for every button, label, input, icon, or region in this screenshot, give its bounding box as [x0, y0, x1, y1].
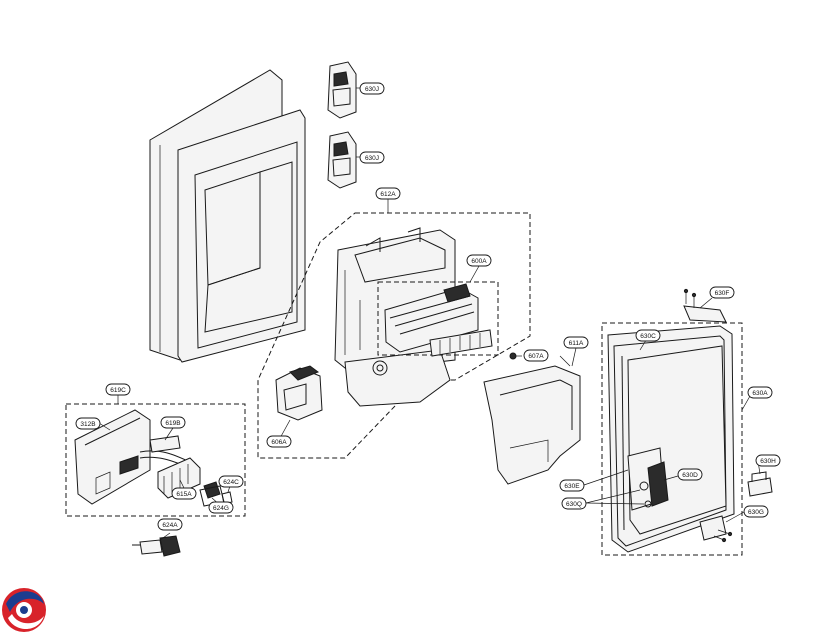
svg-text:611A: 611A	[569, 340, 584, 347]
svg-text:619C: 619C	[110, 387, 126, 394]
callout-600a: 600A	[466, 254, 492, 267]
svg-text:630F: 630F	[715, 290, 730, 297]
icemaker	[384, 283, 493, 357]
callout-630g: 630G	[743, 505, 769, 518]
callout-630e: 630E	[559, 479, 585, 492]
callout-630d: 630D	[677, 468, 703, 481]
svg-text:615A: 615A	[176, 491, 192, 498]
handle-cap-top	[327, 61, 362, 119]
svg-text:612A: 612A	[380, 191, 396, 198]
svg-text:630J: 630J	[365, 86, 379, 93]
svg-text:630Q: 630Q	[566, 501, 582, 508]
callout-619c: 619C	[105, 383, 131, 396]
refrigerator-door	[149, 69, 306, 363]
handle-cap-bottom	[327, 131, 362, 189]
callout-624c: 624C	[218, 475, 244, 488]
motor-unit	[275, 365, 323, 421]
drawer-door-boundary	[601, 322, 743, 556]
svg-text:630D: 630D	[682, 472, 698, 479]
svg-text:624G: 624G	[213, 505, 229, 512]
svg-text:630J: 630J	[365, 155, 379, 162]
callout-630f: 630F	[709, 286, 735, 299]
callout-607a: 607A	[523, 349, 549, 362]
svg-text:630G: 630G	[748, 509, 764, 516]
svg-text:624A: 624A	[162, 522, 178, 529]
callout-615a: 615A	[171, 487, 197, 500]
callout-624g: 624G	[208, 501, 234, 514]
clip-624c	[221, 491, 233, 505]
clip-630h	[747, 471, 773, 497]
callout-630q: 630Q	[561, 497, 587, 510]
brand-logo	[2, 588, 46, 632]
svg-text:630A: 630A	[752, 390, 768, 397]
bracket-630f	[683, 288, 727, 323]
tube-fitting-624a	[132, 535, 181, 557]
control-assembly-boundary	[65, 403, 246, 517]
svg-text:606A: 606A	[271, 439, 287, 446]
callout-619b: 619B	[160, 416, 186, 429]
callout-630c: 630C	[635, 329, 661, 342]
svg-text:312B: 312B	[80, 421, 95, 428]
door-hinge-630d	[627, 447, 669, 511]
svg-text:624C: 624C	[223, 479, 239, 486]
callout-612a: 612A	[375, 187, 401, 200]
callout-312b: 312B	[75, 417, 101, 430]
svg-text:630H: 630H	[760, 458, 776, 465]
callout-630j-top: 630J	[359, 82, 385, 95]
icemaker-boundary	[377, 281, 499, 356]
callout-630a: 630A	[747, 386, 773, 399]
svg-text:619B: 619B	[165, 420, 180, 427]
callout-606a: 606A	[266, 435, 292, 448]
control-panel	[74, 409, 151, 505]
callout-624a: 624A	[157, 518, 183, 531]
duct-cover	[483, 355, 581, 485]
screw-607a	[509, 352, 522, 360]
svg-text:630C: 630C	[640, 333, 656, 340]
callout-611a: 611A	[563, 336, 589, 349]
bracket-630g	[699, 515, 733, 543]
dispenser-assembly-boundary	[257, 212, 531, 459]
svg-text:600A: 600A	[471, 258, 487, 265]
callout-630h: 630H	[755, 454, 781, 467]
callout-630j-bottom: 630J	[359, 151, 385, 164]
svg-text:630E: 630E	[564, 483, 580, 490]
svg-text:607A: 607A	[528, 353, 544, 360]
